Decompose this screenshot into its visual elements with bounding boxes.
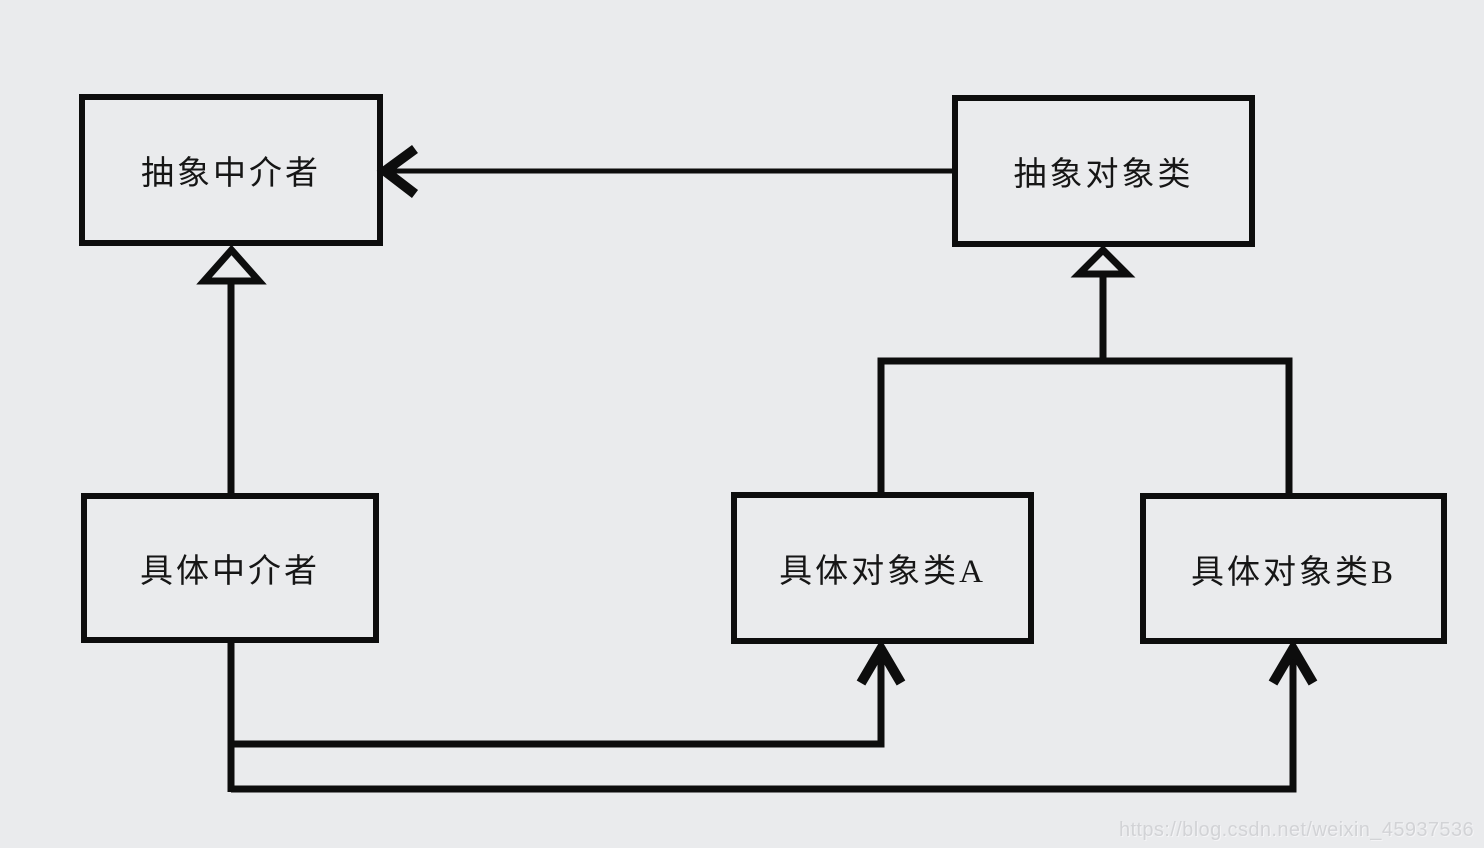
arrowhead-up-icon-colleague-a <box>856 639 906 686</box>
class-label-concrete-colleague-b: 具体对象类B <box>1190 554 1396 591</box>
class-box-concrete-colleague-b: 具体对象类B <box>1140 493 1447 644</box>
class-box-abstract-mediator: 抽象中介者 <box>79 94 383 246</box>
class-box-concrete-mediator: 具体中介者 <box>81 493 379 643</box>
association-branch-to-colleague-a <box>231 650 885 748</box>
association-branch-to-colleague-b <box>231 650 1297 793</box>
class-label-abstract-colleague: 抽象对象类 <box>1013 157 1194 193</box>
class-label-abstract-mediator: 抽象中介者 <box>141 156 321 192</box>
class-box-abstract-colleague: 抽象对象类 <box>952 95 1255 247</box>
class-label-concrete-mediator: 具体中介者 <box>140 554 320 590</box>
hollow-triangle-icon-mediator <box>196 244 267 285</box>
class-label-concrete-colleague-a: 具体对象类A <box>779 554 986 590</box>
arrowhead-left-icon <box>376 144 419 198</box>
generalization-branch-colleagues <box>877 357 1293 495</box>
hollow-triangle-icon-colleague <box>1070 245 1136 278</box>
arrowhead-up-icon-colleague-b <box>1268 639 1318 686</box>
class-box-concrete-colleague-a: 具体对象类A <box>731 492 1034 644</box>
watermark-url: https://blog.csdn.net/weixin_45937536 <box>1118 819 1474 841</box>
